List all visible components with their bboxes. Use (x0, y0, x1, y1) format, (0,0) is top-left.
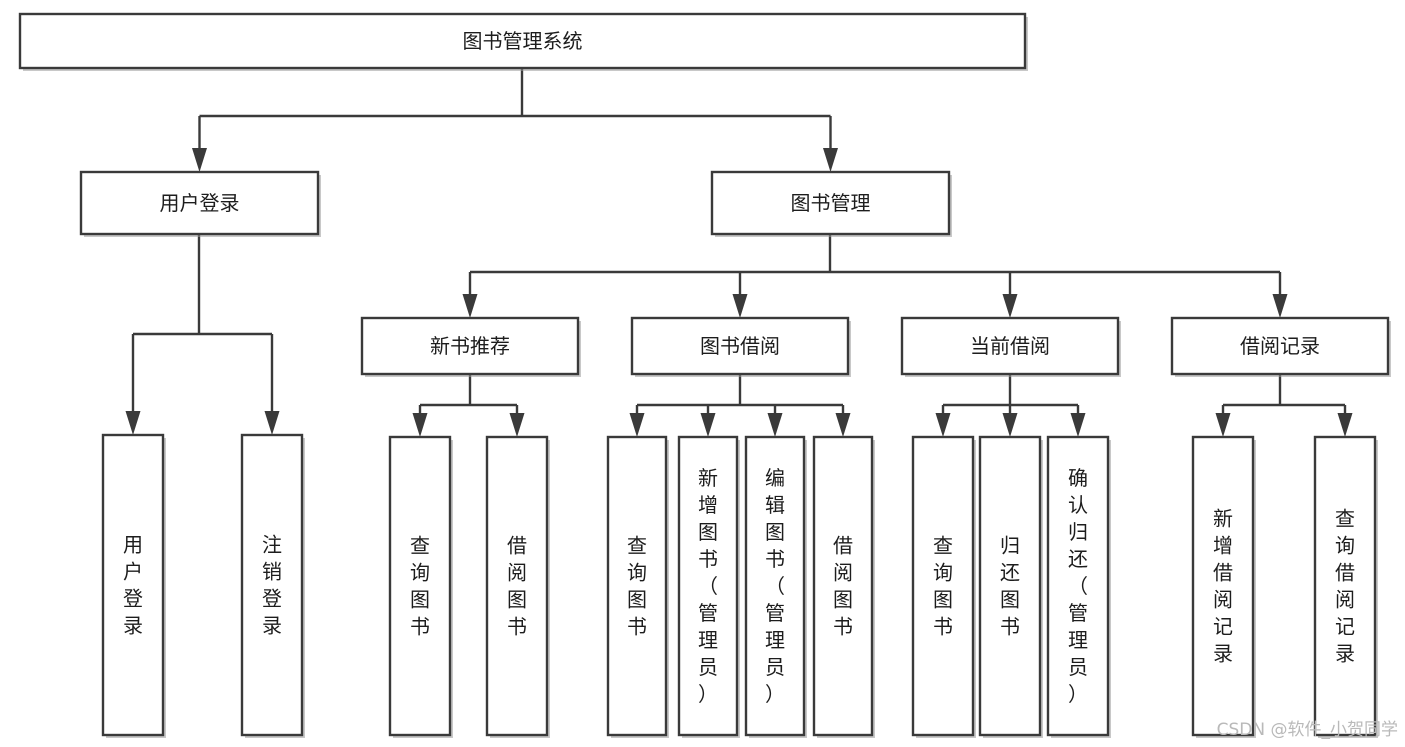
arrow-head-icon (732, 294, 748, 318)
node-label: 借阅图书 (833, 534, 853, 639)
arrow-head-icon (264, 411, 280, 435)
node-label: 查询图书 (933, 534, 953, 639)
node-label: 归还图书 (1000, 534, 1020, 639)
arrow-head-icon (1337, 413, 1353, 437)
node-box[interactable] (744, 435, 806, 737)
node-current-borrow[interactable]: 当前借阅 (900, 316, 1121, 377)
node-box[interactable] (911, 435, 975, 737)
node-label: 新书推荐 (430, 334, 510, 358)
node-leaf-rec-search[interactable]: 查询借阅记录 (1313, 435, 1378, 738)
arrow-head-icon (823, 148, 838, 172)
node-box[interactable] (677, 435, 739, 737)
connector-group-current-borrow (935, 374, 1086, 437)
arrow-head-icon (629, 413, 645, 437)
node-user-login[interactable]: 用户登录 (79, 170, 321, 237)
node-leaf-rec-query[interactable]: 查询图书 (388, 435, 453, 738)
arrow-head-icon (1272, 294, 1288, 318)
node-label: 确认归还（管理员） (1068, 466, 1088, 706)
node-box[interactable] (710, 170, 951, 236)
node-box[interactable] (79, 170, 320, 236)
node-root[interactable]: 图书管理系统 (18, 12, 1028, 71)
arrow-head-icon (1070, 413, 1086, 437)
node-label: 注销登录 (262, 533, 282, 638)
arrow-head-icon (935, 413, 951, 437)
node-label: 用户登录 (123, 533, 143, 638)
node-book-borrow[interactable]: 图书借阅 (630, 316, 851, 377)
arrow-head-icon (412, 413, 428, 437)
arrow-head-icon (1215, 413, 1231, 437)
node-leaf-cur-confirm[interactable]: 确认归还（管理员） (1046, 435, 1111, 738)
node-label: 编辑图书（管理员） (765, 466, 785, 706)
node-box[interactable] (630, 316, 850, 376)
csdn-watermark: CSDN @软件_小贺同学 (1217, 720, 1398, 740)
node-label: 查询图书 (410, 534, 430, 639)
node-label: 图书管理 (791, 191, 871, 215)
node-box[interactable] (1313, 435, 1377, 737)
node-label: 借阅图书 (507, 534, 527, 639)
node-box[interactable] (606, 435, 668, 737)
node-layer: 图书管理系统用户登录图书管理新书推荐图书借阅当前借阅借阅记录用户登录注销登录查询… (18, 12, 1391, 738)
node-box[interactable] (1170, 316, 1390, 376)
node-label: 新增借阅记录 (1213, 507, 1233, 666)
node-box[interactable] (240, 433, 304, 737)
node-leaf-borrow-edit[interactable]: 编辑图书（管理员） (744, 435, 807, 738)
node-box[interactable] (485, 435, 549, 737)
node-leaf-borrow-query[interactable]: 查询图书 (606, 435, 669, 738)
node-box[interactable] (812, 435, 874, 737)
node-label: 新增图书（管理员） (698, 466, 718, 706)
node-book-manage[interactable]: 图书管理 (710, 170, 952, 237)
node-label: 用户登录 (160, 191, 240, 215)
node-label: 图书借阅 (700, 334, 780, 358)
node-box[interactable] (978, 435, 1042, 737)
node-label: 图书管理系统 (463, 29, 583, 53)
node-leaf-cur-query[interactable]: 查询图书 (911, 435, 976, 738)
node-leaf-borrow-add[interactable]: 新增图书（管理员） (677, 435, 740, 738)
node-leaf-user-login[interactable]: 用户登录 (101, 433, 166, 738)
node-box[interactable] (388, 435, 452, 737)
arrow-head-icon (700, 413, 716, 437)
node-box[interactable] (101, 433, 165, 737)
node-new-book-rec[interactable]: 新书推荐 (360, 316, 581, 377)
connector-layer (125, 68, 1353, 437)
arrow-head-icon (835, 413, 851, 437)
node-leaf-user-logout[interactable]: 注销登录 (240, 433, 305, 738)
node-box[interactable] (18, 12, 1027, 70)
node-label: 查询借阅记录 (1335, 507, 1355, 666)
node-label: 借阅记录 (1240, 334, 1320, 358)
connector-group-root (192, 68, 838, 172)
arrow-head-icon (767, 413, 783, 437)
node-leaf-rec-add[interactable]: 新增借阅记录 (1191, 435, 1256, 738)
node-leaf-rec-borrow[interactable]: 借阅图书 (485, 435, 550, 738)
node-borrow-record[interactable]: 借阅记录 (1170, 316, 1391, 377)
connector-group-borrow-record (1215, 374, 1353, 437)
node-box[interactable] (360, 316, 580, 376)
node-leaf-cur-return[interactable]: 归还图书 (978, 435, 1043, 738)
arrow-head-icon (1002, 413, 1018, 437)
node-box[interactable] (1046, 435, 1110, 737)
node-box[interactable] (1191, 435, 1255, 737)
arrow-head-icon (509, 413, 525, 437)
connector-group-book-manage (462, 234, 1288, 318)
arrow-head-icon (192, 148, 207, 172)
connector-group-book-borrow (629, 374, 851, 437)
node-leaf-borrow-do[interactable]: 借阅图书 (812, 435, 875, 738)
arrow-head-icon (462, 294, 478, 318)
node-label: 查询图书 (627, 534, 647, 639)
arrow-head-icon (1002, 294, 1018, 318)
arrow-head-icon (125, 411, 141, 435)
node-box[interactable] (900, 316, 1120, 376)
node-label: 当前借阅 (970, 334, 1050, 358)
connector-group-new-book-rec (412, 374, 525, 437)
connector-group-user-login (125, 234, 280, 435)
